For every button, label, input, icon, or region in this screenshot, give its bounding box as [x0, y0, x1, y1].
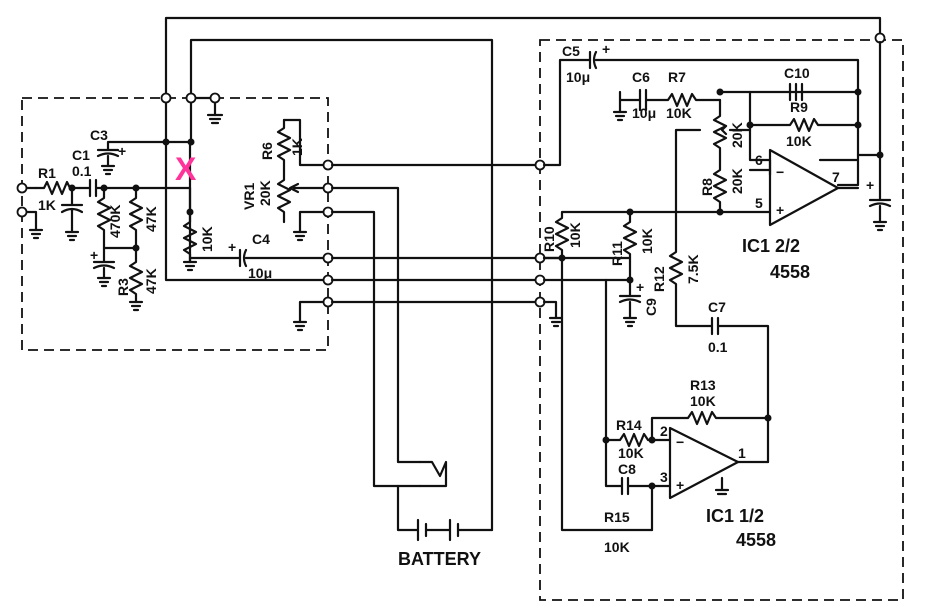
c9-name: C9 [643, 298, 659, 316]
r9-value: 10K [786, 133, 812, 149]
left-board-outline [21, 97, 329, 351]
ic-bottom-minus: − [676, 434, 684, 450]
ic1-top-opamp [718, 148, 860, 227]
c5-plus: + [602, 41, 610, 57]
right-board-outline [539, 39, 904, 601]
input-section [20, 140, 332, 312]
r8-value: 20K [729, 168, 745, 194]
c4-plus: + [228, 239, 236, 255]
c7-value: 0.1 [708, 339, 728, 355]
r7-name: R7 [668, 69, 686, 85]
c5-value: 10μ [566, 69, 590, 85]
ic-top-pin6: 6 [755, 152, 763, 168]
ic-bottom-part: 4558 [736, 530, 776, 550]
r6-name: R6 [259, 142, 275, 160]
vr1-name: VR1 [241, 183, 257, 210]
pink-x-marker: X [175, 151, 197, 187]
r15-name: R15 [604, 509, 630, 525]
r2-value: 470K [107, 205, 123, 238]
r11-name: R11 [609, 241, 625, 266]
ic-top-plus: + [776, 202, 784, 218]
r1-value: 1K [38, 197, 56, 213]
c3-plus: + [118, 143, 126, 159]
r9-name: R9 [790, 99, 808, 115]
r3-value: 47K [143, 268, 159, 294]
ic-bottom-name: IC1 1/2 [706, 506, 764, 526]
ic-top-pin5: 5 [755, 195, 763, 211]
c9-plus: + [636, 279, 644, 295]
r13-value: 10K [690, 393, 716, 409]
mid-network [542, 128, 770, 532]
r6-value: 1K [289, 138, 305, 156]
c-input-plus: + [90, 247, 98, 263]
vr20k-value: 20K [729, 122, 745, 148]
component-labels: R1 1K C1 0.1 C3 + 470K 47K R3 47K + 10K … [38, 41, 874, 555]
c4-name: C4 [252, 231, 270, 247]
r15-value: 10K [604, 539, 630, 555]
c8-name: C8 [618, 461, 636, 477]
ic-bottom-pin1: 1 [738, 445, 746, 461]
r12-name: R12 [651, 266, 667, 292]
battery-label: BATTERY [398, 549, 481, 569]
c6-name: C6 [632, 69, 650, 85]
interconnect-wires [330, 163, 542, 488]
r12-value: 7.5K [685, 254, 701, 284]
c1-name: C1 [72, 147, 90, 163]
ic-top-part: 4558 [770, 262, 810, 282]
r10k-value: 10K [199, 226, 215, 252]
r13-name: R13 [690, 377, 716, 393]
r3-name: R3 [115, 278, 131, 296]
r47k-value: 47K [143, 206, 159, 232]
ic-top-pin7: 7 [832, 169, 840, 185]
c-out-plus: + [866, 177, 874, 193]
c5-name: C5 [562, 43, 580, 59]
r14-name: R14 [616, 417, 642, 433]
c3-name: C3 [90, 127, 108, 143]
c7-name: C7 [708, 299, 726, 315]
battery [396, 484, 494, 542]
vr1-value: 20K [257, 180, 273, 206]
r8-name: R8 [699, 178, 715, 196]
c10-name: C10 [784, 65, 810, 81]
r10-name: R10 [541, 226, 557, 252]
ic-bottom-plus: + [676, 477, 684, 493]
r10-value: 10K [567, 222, 583, 248]
ic-bottom-pin2: 2 [660, 423, 668, 439]
r1-name: R1 [38, 165, 56, 181]
c6-value: 10μ [632, 105, 656, 121]
tone-section [542, 40, 892, 232]
ic-top-minus: − [776, 164, 784, 180]
r7-value: 10K [666, 105, 692, 121]
r14-value: 10K [618, 445, 644, 461]
ic-top-name: IC1 2/2 [742, 236, 800, 256]
c4-value: 10μ [248, 265, 272, 281]
r11-value: 10K [639, 228, 655, 254]
ic1-bottom-section [604, 278, 770, 532]
ic-bottom-pin3: 3 [660, 469, 668, 485]
vr1-section [188, 118, 330, 332]
c1-value: 0.1 [72, 163, 92, 179]
